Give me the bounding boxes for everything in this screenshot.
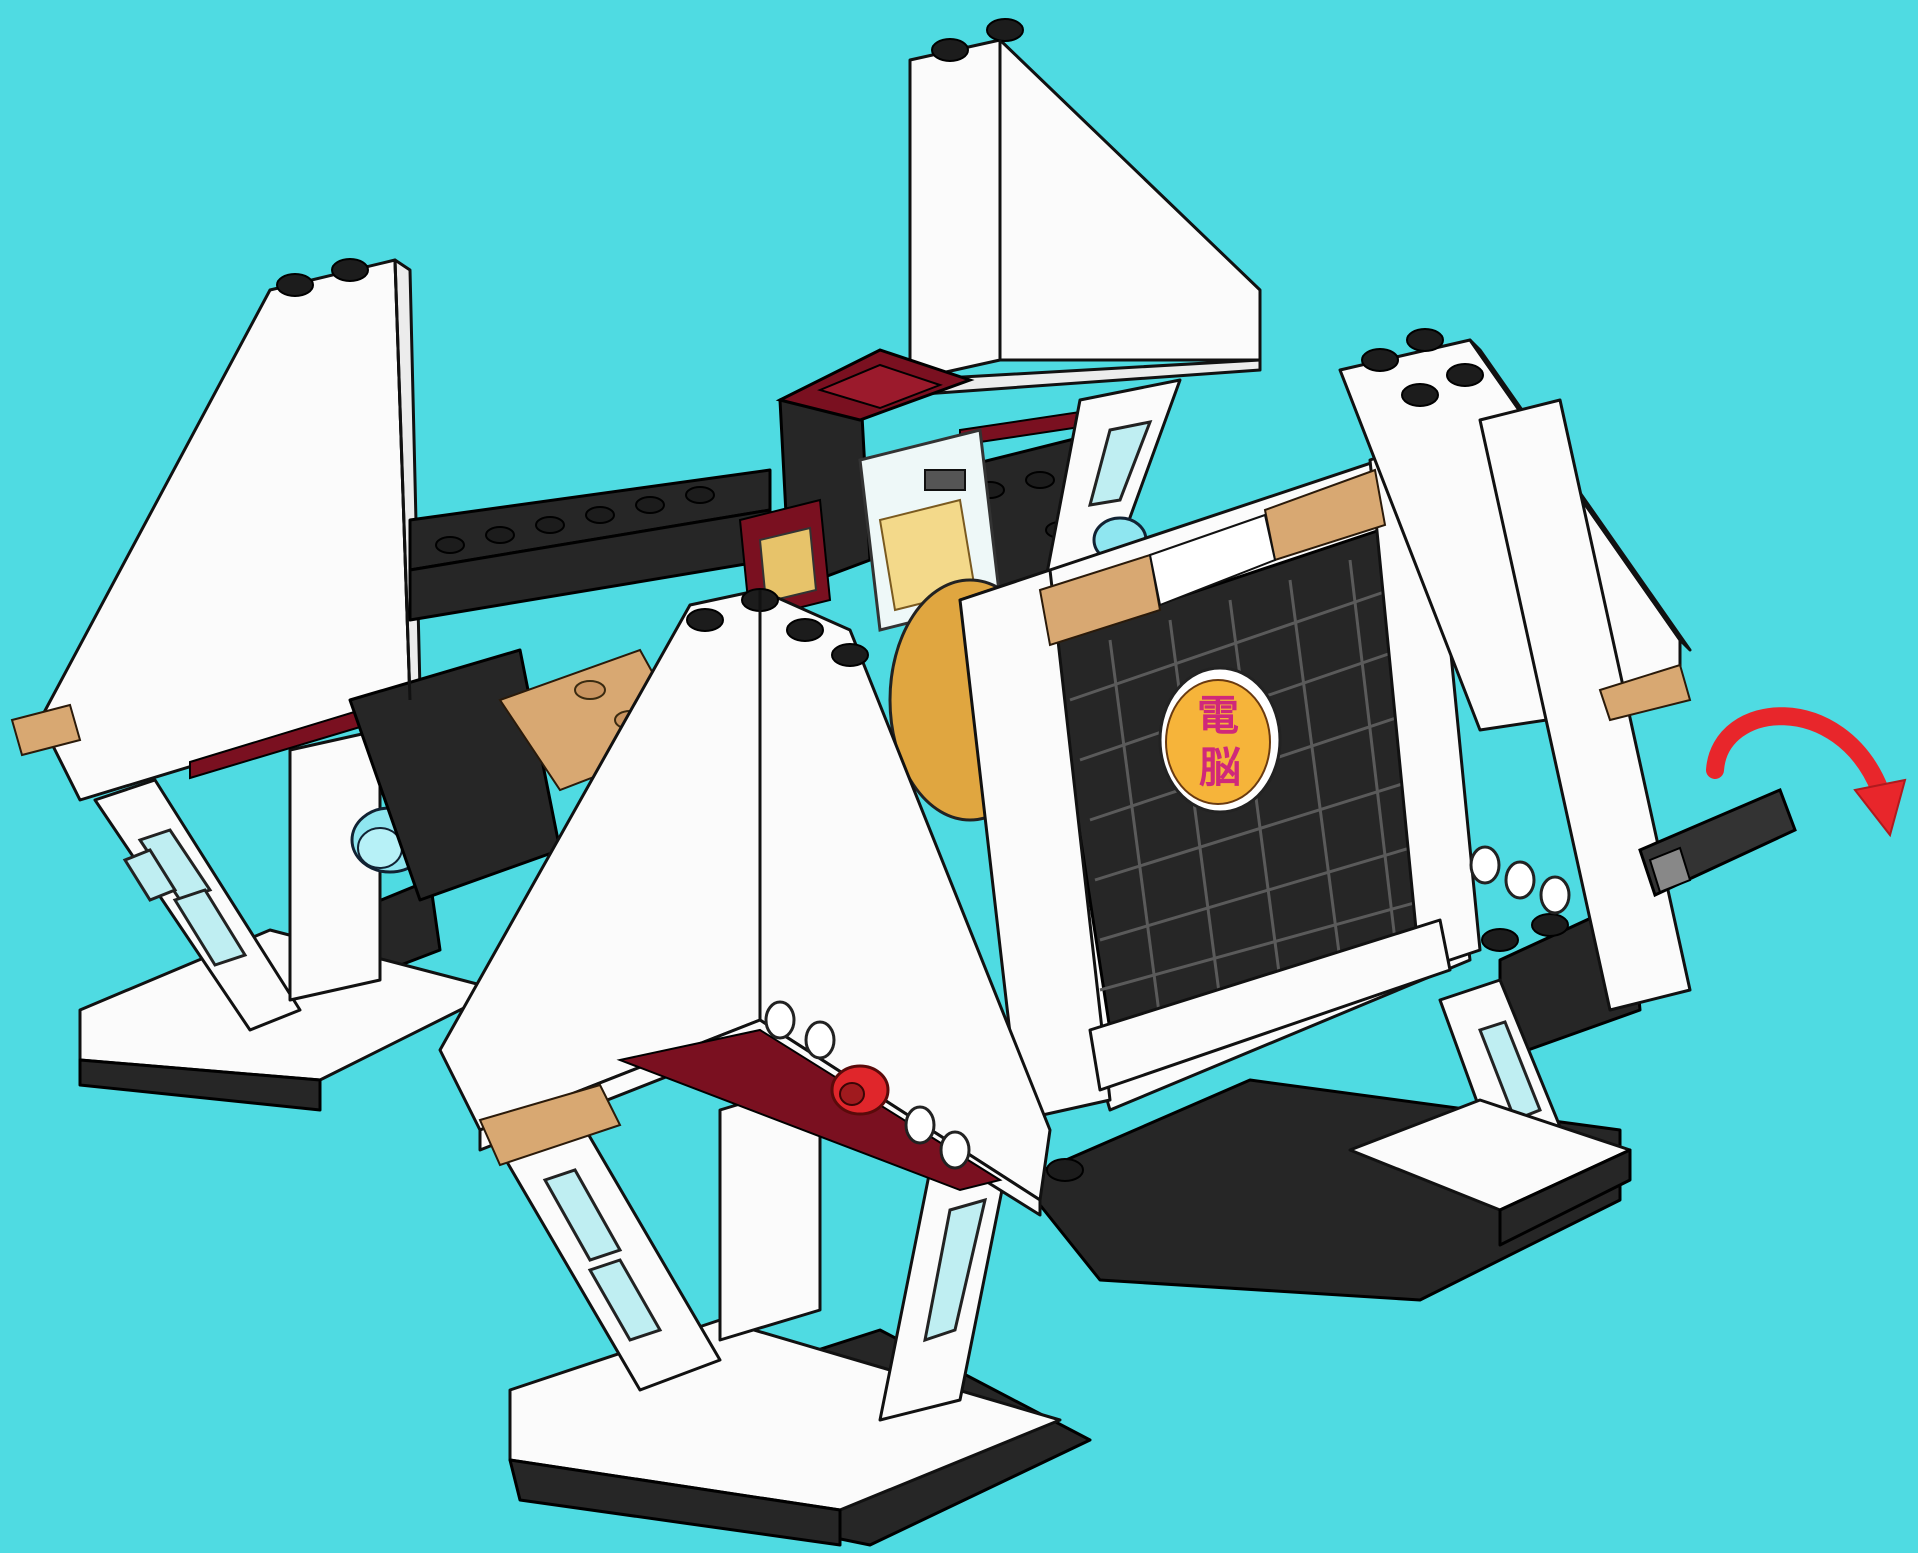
stud	[787, 619, 823, 641]
stud	[1482, 929, 1518, 951]
stud	[1407, 329, 1443, 351]
stud	[1447, 364, 1483, 386]
stud	[832, 644, 868, 666]
stud	[932, 39, 968, 61]
stud	[1402, 384, 1438, 406]
axle	[1640, 790, 1795, 895]
stud	[277, 274, 313, 296]
stud	[1362, 349, 1398, 371]
stud	[687, 609, 723, 631]
sign-char-bottom: 脳	[1199, 743, 1241, 792]
sign-char-top: 電	[1197, 691, 1239, 740]
stud	[987, 19, 1023, 41]
stud	[1532, 914, 1568, 936]
screen-slot	[925, 470, 965, 490]
sign-disc: 電 脳	[1160, 668, 1280, 812]
stud	[1047, 1159, 1083, 1181]
stud	[332, 259, 368, 281]
